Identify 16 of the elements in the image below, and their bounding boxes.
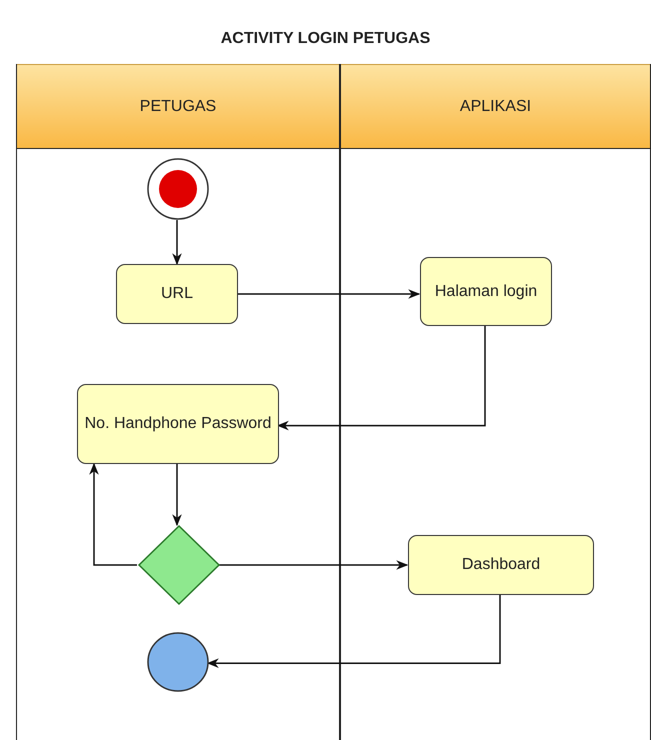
arrow bbox=[172, 464, 182, 526]
lane-header: PETUGAS bbox=[17, 64, 339, 149]
arrow bbox=[89, 462, 137, 566]
activity-box: Halaman login bbox=[420, 257, 552, 326]
arrow bbox=[219, 560, 408, 570]
lane-header: APLIKASI bbox=[341, 64, 650, 149]
activity-box: No. Handphone Password bbox=[77, 384, 279, 464]
arrow bbox=[276, 326, 486, 430]
arrow bbox=[172, 220, 182, 266]
activity-box: Dashboard bbox=[408, 535, 594, 595]
swimlane bbox=[340, 64, 651, 740]
activity-box: URL bbox=[116, 264, 238, 324]
arrow bbox=[206, 595, 501, 668]
swimlane bbox=[16, 64, 340, 740]
diagram-title: ACTIVITY LOGIN PETUGAS bbox=[220, 30, 432, 48]
arrow bbox=[237, 289, 420, 299]
